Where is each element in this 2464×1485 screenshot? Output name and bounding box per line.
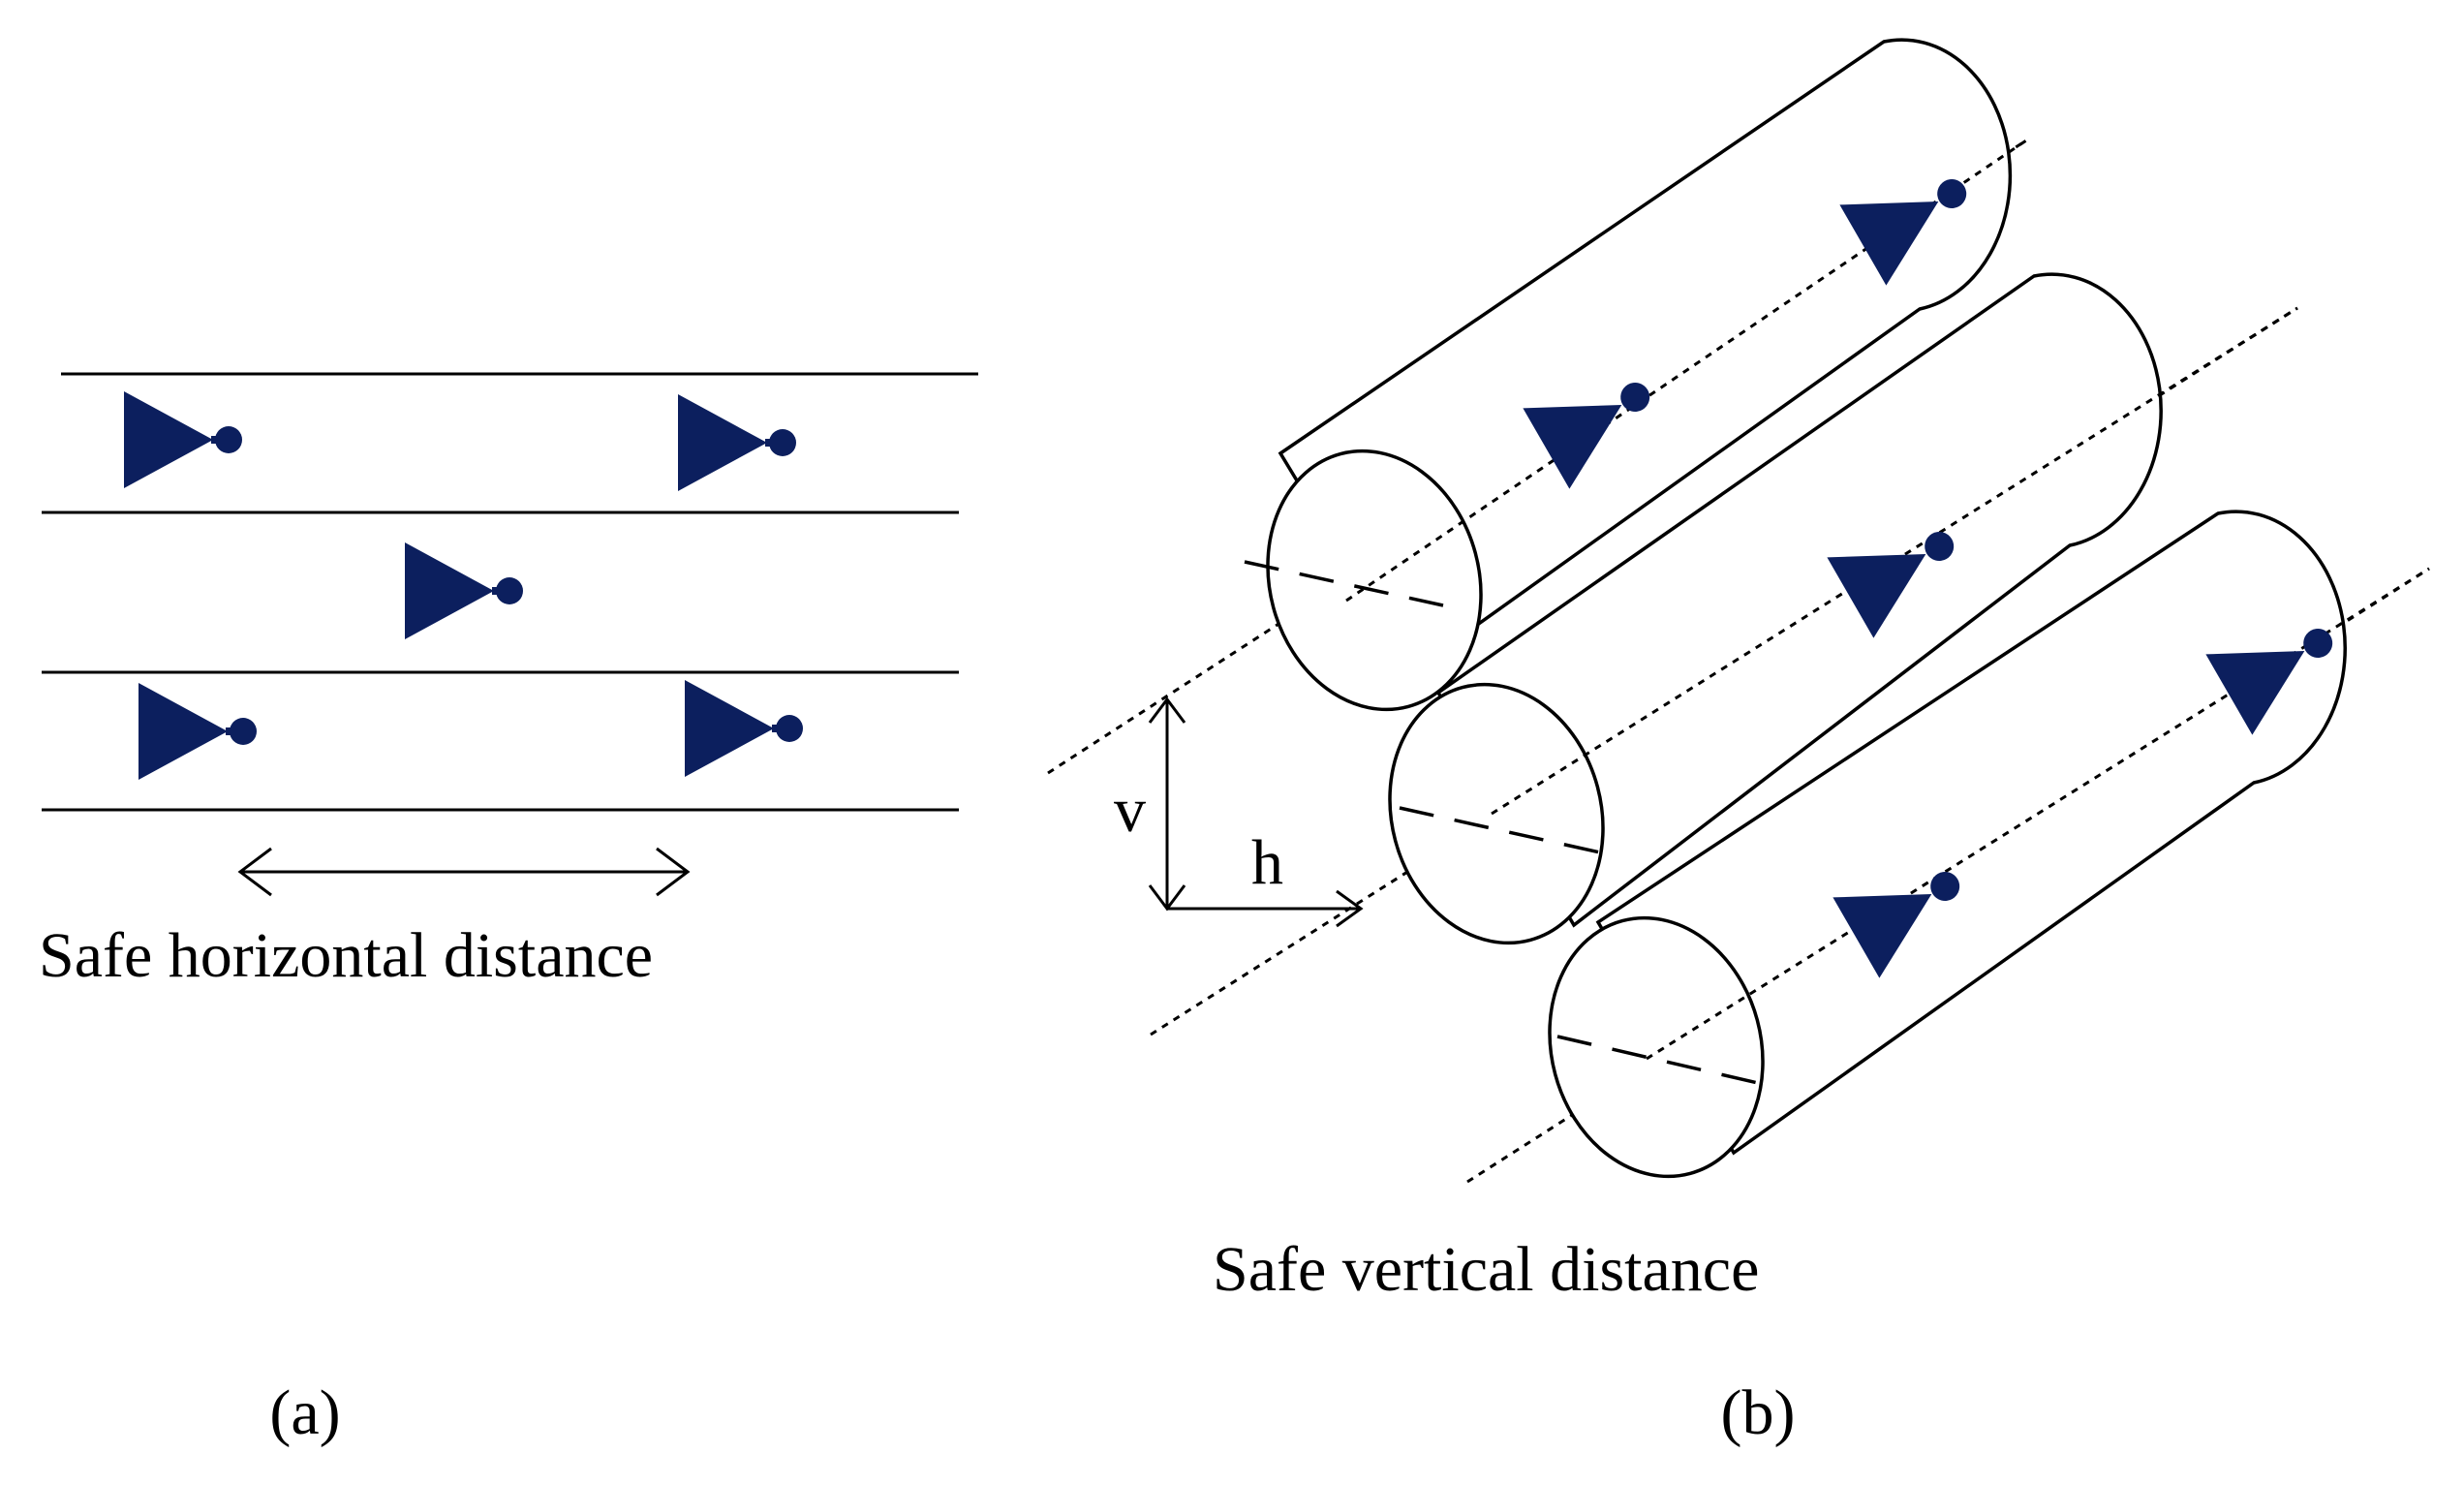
airway-tube-bottom <box>1548 510 2347 1179</box>
horizontal-distance-caption: Safe horizontal distance <box>39 920 653 991</box>
h-label: h <box>1251 827 1283 898</box>
panel-b-sublabel: (b) <box>1721 1377 1796 1448</box>
panel-a-sublabel: (a) <box>269 1377 340 1448</box>
aircraft-icon <box>139 683 257 780</box>
aircraft-icon <box>685 680 803 777</box>
panel-b: v h Safe vertical distance (b) <box>1047 38 2430 1448</box>
airway-tube-middle <box>1388 272 2163 945</box>
vertical-distance-arrow <box>1148 696 1186 912</box>
panel-a: Safe horizontal distance (a) <box>39 372 978 1448</box>
airway-tube-top <box>1244 38 2013 712</box>
aircraft-icon <box>124 391 242 488</box>
aircraft-icon <box>678 394 796 491</box>
v-label: v <box>1114 775 1146 846</box>
aircraft-icon <box>405 542 523 639</box>
horizontal-distance-arrow <box>237 847 691 897</box>
vertical-distance-caption: Safe vertical distance <box>1213 1234 1759 1305</box>
horizontal-offset-arrow <box>1167 889 1364 928</box>
